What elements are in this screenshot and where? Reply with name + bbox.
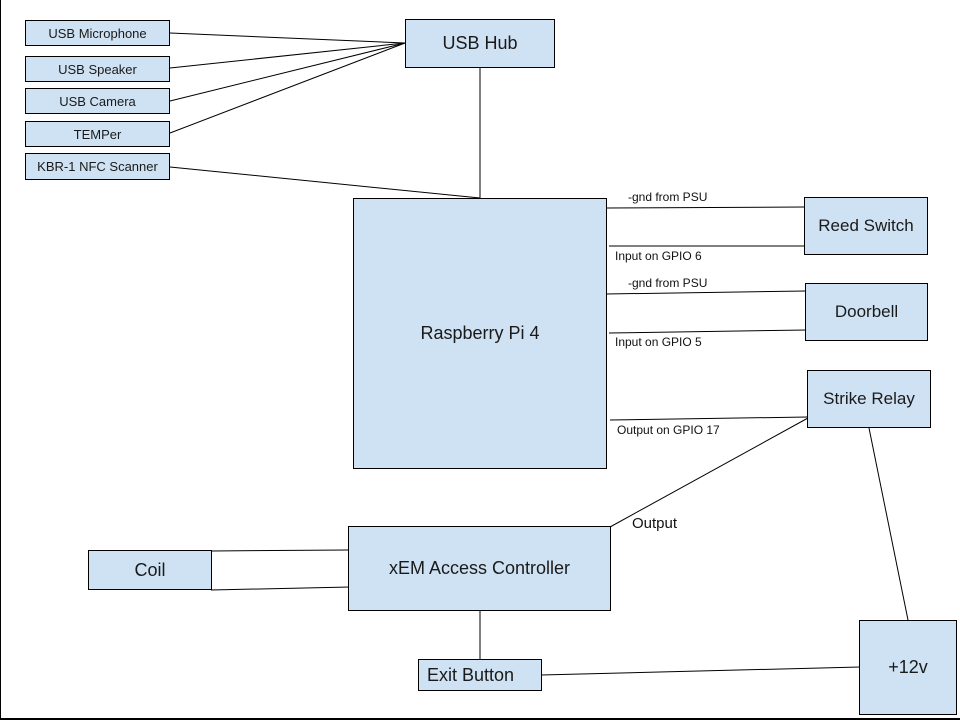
edge-coil-controller-bottom xyxy=(210,586,351,591)
node-exit-button[interactable]: Exit Button xyxy=(418,659,542,691)
node-label: Raspberry Pi 4 xyxy=(420,323,540,343)
canvas-left-border xyxy=(0,0,1,718)
node-coil[interactable]: Coil xyxy=(88,550,212,590)
node-label: Coil xyxy=(134,559,166,580)
node-power-12v[interactable]: +12v xyxy=(859,620,957,715)
edge-label-relay-output: Output on GPIO 17 xyxy=(617,423,720,437)
node-doorbell[interactable]: Doorbell xyxy=(805,283,928,341)
edge-relay-controller xyxy=(609,417,809,528)
edge-temper-hub xyxy=(169,42,406,134)
edge-relay-power xyxy=(868,427,909,621)
edge-doorbell-input xyxy=(608,329,808,334)
node-label: +12v xyxy=(888,657,928,677)
edge-microphone-hub xyxy=(169,32,406,44)
node-xem-access-controller[interactable]: xEM Access Controller xyxy=(348,526,611,611)
node-label: KBR-1 NFC Scanner xyxy=(37,159,158,174)
edge-label-controller-output: Output xyxy=(632,515,678,532)
edge-label-reed-input: Input on GPIO 6 xyxy=(615,249,702,263)
node-label: TEMPer xyxy=(73,126,122,142)
node-kbr-nfc-scanner[interactable]: KBR-1 NFC Scanner xyxy=(25,153,170,180)
node-usb-camera[interactable]: USB Camera xyxy=(25,88,170,114)
canvas-bottom-border xyxy=(0,718,960,720)
node-usb-speaker[interactable]: USB Speaker xyxy=(25,56,170,82)
edge-camera-hub xyxy=(169,42,406,102)
edge-doorbell-gnd xyxy=(605,290,807,295)
node-label: Strike Relay xyxy=(823,389,915,408)
edge-exit-power xyxy=(540,666,861,676)
node-label: Reed Switch xyxy=(818,216,914,235)
edge-reed-gnd xyxy=(605,206,806,209)
node-usb-hub[interactable]: USB Hub xyxy=(405,19,555,68)
node-label: USB Hub xyxy=(442,33,518,53)
edge-speaker-hub xyxy=(169,42,406,69)
node-strike-relay[interactable]: Strike Relay xyxy=(807,370,931,428)
node-raspberry-pi[interactable]: Raspberry Pi 4 xyxy=(353,198,607,469)
node-temper[interactable]: TEMPer xyxy=(25,121,170,147)
node-label: USB Camera xyxy=(59,93,136,109)
node-label: Doorbell xyxy=(834,302,899,321)
node-label: USB Speaker xyxy=(58,61,137,77)
node-usb-microphone[interactable]: USB Microphone xyxy=(25,20,170,46)
edge-coil-controller-top xyxy=(210,549,349,552)
node-label: xEM Access Controller xyxy=(388,558,571,578)
node-reed-switch[interactable]: Reed Switch xyxy=(804,197,928,255)
node-label: USB Microphone xyxy=(48,25,147,41)
edge-nfc-pi xyxy=(169,166,481,199)
edge-label-reed-gnd: -gnd from PSU xyxy=(628,190,708,204)
node-label: Exit Button xyxy=(427,664,515,685)
edge-label-doorbell-input: Input on GPIO 5 xyxy=(615,335,702,349)
edge-relay-gpio xyxy=(609,416,809,421)
edge-label-doorbell-gnd: -gnd from PSU xyxy=(628,276,708,290)
